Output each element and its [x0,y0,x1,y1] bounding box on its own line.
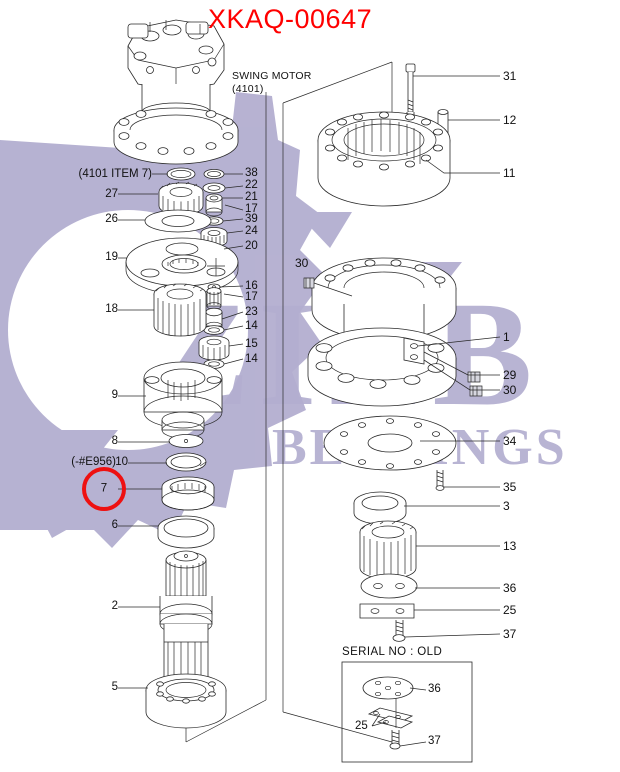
callout-36-serial: 36 [428,683,441,695]
callout-7-highlighted: 7 [100,482,108,495]
callout-34: 34 [503,434,517,448]
part-2 [159,550,213,684]
callout-14-a: 14 [245,320,258,332]
part-11 [317,111,451,207]
serial-box-caption: SERIAL NO : OLD [342,646,443,658]
callout-25-serial: 25 [355,720,368,732]
callout-31: 31 [503,69,517,83]
part-3 [353,491,407,525]
swing-motor-assembly [113,19,239,165]
part-7 [161,476,215,511]
callout-11: 11 [503,166,516,180]
callout-21: 21 [245,191,258,203]
callout-4101-item7: (4101 ITEM 7) [78,168,153,180]
callout-29: 29 [503,368,517,382]
callout-14-b: 14 [245,353,258,365]
callout-13: 13 [503,539,517,553]
part-34 [323,415,457,471]
part-15 [198,335,230,361]
part-25 [359,603,415,619]
part-26 [144,209,212,233]
part-30-b [469,385,483,397]
leader-lines [118,75,501,747]
serial-box-contents [362,676,414,750]
callout-37-serial: 37 [428,735,441,747]
callout-1: 1 [503,330,510,344]
part-23 [205,307,223,331]
part-35 [435,470,445,491]
callout-5: 5 [111,681,118,693]
callout-3: 3 [503,499,510,513]
part-8 [168,434,204,448]
callout-30-b: 30 [503,383,517,397]
callout-e956-prefix: (-#E956) [71,456,116,468]
callout-16: 16 [245,280,258,292]
callout-2: 2 [111,600,118,612]
callout-30-a: 30 [295,256,309,270]
callout-9: 9 [111,389,118,401]
callout-25: 25 [503,603,517,617]
callout-20: 20 [245,240,258,252]
part-6 [157,515,215,549]
callout-36: 36 [503,581,517,595]
callout-24: 24 [245,225,258,237]
callout-37: 37 [503,627,517,641]
callout-12: 12 [503,113,517,127]
callout-22: 22 [245,179,258,191]
part-37 [392,620,406,642]
callout-10: 10 [115,456,128,468]
callout-17-a: 17 [245,203,258,215]
part-5 [145,673,227,729]
swing-motor-caption: SWING MOTOR (4101) [232,70,312,96]
callout-39: 39 [245,213,258,225]
part-29 [467,371,481,383]
callout-27: 27 [105,188,118,200]
part-30-a [303,277,315,289]
part-36 [360,573,418,599]
part-9 [143,361,223,439]
callout-23: 23 [245,306,258,318]
part-10 [165,452,207,472]
part-17-roller [206,287,222,310]
callout-8: 8 [111,435,118,447]
callout-18: 18 [105,303,118,315]
page-title: XKAQ-00647 [208,4,373,34]
callout-6: 6 [111,519,118,531]
serial-box [341,661,473,763]
part-13 [359,520,417,580]
part-18 [153,283,207,337]
part-1 [307,257,457,407]
callout-15: 15 [245,338,258,350]
callout-17-b: 17 [245,291,258,303]
part-27 [158,181,204,216]
callout-26: 26 [105,213,118,225]
callout-35: 35 [503,480,517,494]
callout-38: 38 [245,167,258,179]
callout-19: 19 [105,251,118,263]
